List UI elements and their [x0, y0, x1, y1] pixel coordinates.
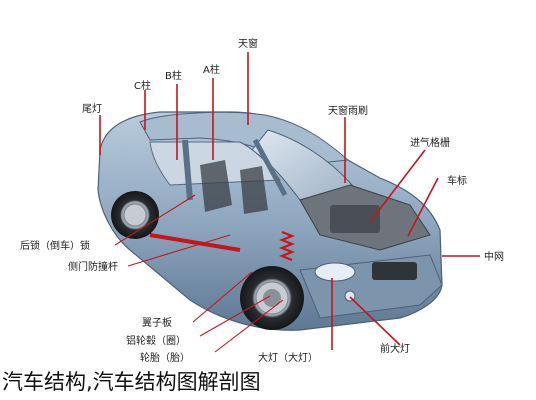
label-wheel-hub: 铝轮毂（圈）	[126, 334, 186, 347]
leader-wheel-hub	[199, 295, 271, 337]
label-center-grille: 中网	[484, 250, 504, 263]
label-badge: 车标	[447, 174, 467, 187]
leader-badge	[407, 177, 439, 237]
a-pillar-shape	[252, 138, 288, 197]
label-b-pillar: B柱	[165, 69, 182, 82]
part-labels: 天窗 A柱 B柱 C柱 尾灯 天窗雨刷 进气格栅 车标 后锁（倒车）锁 侧门防撞…	[20, 37, 504, 364]
label-a-pillar: A柱	[203, 63, 220, 76]
leader-fender	[192, 271, 253, 323]
interior-seats	[200, 160, 268, 214]
front-grille	[372, 262, 417, 280]
engine-block	[330, 205, 380, 233]
label-tire: 轮胎（胎）	[140, 351, 190, 364]
leader-door-beam	[127, 234, 231, 267]
suspension-spring	[279, 230, 295, 262]
label-rear-lock: 后锁（倒车）锁	[20, 239, 90, 252]
door-beam-shape	[149, 233, 241, 252]
leader-rear-lock	[114, 194, 196, 246]
label-c-pillar: C柱	[134, 79, 151, 92]
car-structure-diagram: 天窗 A柱 B柱 C柱 尾灯 天窗雨刷 进气格栅 车标 后锁（倒车）锁 侧门防撞…	[20, 37, 504, 364]
label-wiper: 天窗雨刷	[328, 104, 368, 117]
brake-disc	[263, 289, 281, 307]
label-headlight: 大灯（大灯）	[258, 351, 318, 364]
label-roof: 天窗	[238, 37, 258, 50]
headlight-shape	[314, 262, 356, 282]
rear-hub	[123, 203, 147, 227]
car-illustration	[97, 111, 443, 331]
leader-tire	[214, 299, 284, 353]
label-intake-grille: 进气格栅	[410, 136, 450, 149]
image-caption: 汽车结构,汽车结构图解剖图	[2, 370, 261, 394]
leader-fog-light	[349, 296, 401, 346]
label-fender: 翼子板	[142, 316, 172, 329]
leader-lines	[99, 52, 480, 353]
leader-intake-grille	[369, 149, 426, 223]
label-door-beam: 侧门防撞杆	[68, 260, 118, 273]
label-tail-light: 尾灯	[82, 103, 102, 115]
label-fog-light: 前大灯	[380, 342, 410, 355]
b-pillar-shape	[182, 139, 193, 201]
